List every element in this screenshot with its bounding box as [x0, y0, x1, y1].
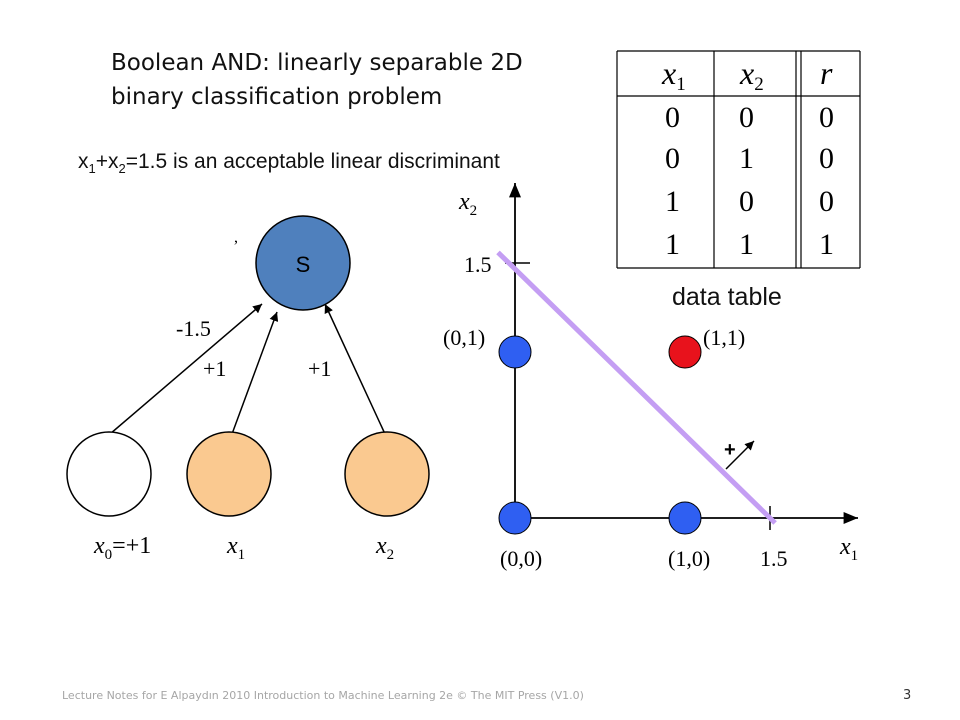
x-axis-label: x1: [839, 534, 858, 564]
output-node: [255, 215, 351, 311]
table-cell: 0: [739, 101, 754, 134]
x-tick-label: 1.5: [760, 546, 788, 571]
linear-discriminant-line: [496, 250, 777, 525]
table-cell: 1: [739, 142, 754, 175]
data-point-1-1: [668, 335, 702, 369]
table-cell: 1: [665, 228, 680, 261]
output-node-label: S: [296, 252, 311, 277]
input-label-x0: x0=+1: [93, 533, 151, 563]
point-label-0-1: (0,1): [443, 325, 485, 350]
point-label-0-0: (0,0): [500, 546, 542, 571]
decision-plot: x2 x1 1.5 1.5 + (0,0) (0,1) (1,0) (1,1): [443, 182, 858, 571]
caption-sub-2: 2: [118, 161, 126, 177]
input-node-x0: [66, 431, 152, 517]
data-point-1-0: [668, 501, 702, 535]
weight-w2: +1: [308, 356, 331, 381]
data-point-0-1: [498, 335, 532, 369]
caption-part-1: x: [78, 150, 89, 173]
table-header-r: r: [820, 55, 833, 91]
table-cell: 0: [665, 101, 680, 134]
table-cell: 0: [819, 185, 834, 218]
truth-table: x1 x2 r 0 0 0 0 1 0 1 0 0 1 1 1: [616, 50, 861, 269]
edge-x0-to-s: [109, 303, 263, 435]
caption-sub-1: 1: [88, 161, 96, 177]
weight-w0: -1.5: [176, 316, 211, 341]
y-axis-label: x2: [458, 189, 477, 219]
point-label-1-1: (1,1): [703, 325, 745, 350]
edge-x2-to-s: [324, 303, 386, 435]
input-label-x1: x1: [226, 533, 245, 563]
table-cell: 1: [665, 185, 680, 218]
weight-w1: +1: [203, 356, 226, 381]
positive-side-marker: +: [724, 439, 736, 461]
title-line-2: binary classification problem: [111, 84, 443, 110]
table-cell: 0: [665, 142, 680, 175]
table-cell: 0: [739, 185, 754, 218]
discriminant-caption: x1+x2=1.5 is an acceptable linear discri…: [78, 150, 500, 176]
point-label-1-0: (1,0): [668, 546, 710, 571]
title-line-1: Boolean AND: linearly separable 2D: [111, 50, 523, 76]
input-node-x2: [344, 431, 430, 517]
table-cell: 0: [819, 142, 834, 175]
data-table-caption: data table: [672, 283, 782, 311]
normal-vector-arrow: [725, 440, 755, 470]
table-cell: 0: [819, 101, 834, 134]
table-cell: 1: [819, 228, 834, 261]
table-header-x1: x1: [661, 55, 686, 95]
page-number: 3: [903, 688, 912, 703]
data-point-0-0: [498, 501, 532, 535]
input-label-x2: x2: [375, 533, 394, 563]
perceptron-network: S , -1.5 +1 +1 x0=+1 x1 x2: [66, 215, 430, 563]
y-tick-label: 1.5: [464, 252, 492, 277]
footer-credit: Lecture Notes for E Alpaydın 2010 Introd…: [62, 689, 584, 702]
stray-comma: ,: [234, 229, 238, 246]
slide-title: Boolean AND: linearly separable 2D binar…: [111, 46, 523, 114]
caption-part-2: +x: [95, 150, 119, 173]
input-node-x1: [186, 431, 272, 517]
edge-x1-to-s: [231, 311, 279, 435]
caption-part-3: =1.5 is an acceptable linear discriminan…: [125, 150, 500, 173]
table-cell: 1: [739, 228, 754, 261]
table-header-x2: x2: [739, 55, 764, 95]
